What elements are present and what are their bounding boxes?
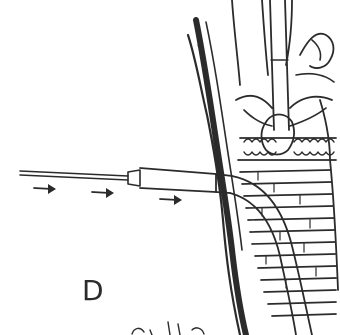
bottom-marks: [132, 322, 204, 335]
panel-label: D: [82, 274, 104, 307]
arrow-1: [34, 184, 56, 194]
catheter: [20, 168, 312, 335]
direction-arrows: [34, 184, 182, 205]
arrow-3: [160, 195, 182, 205]
larynx: [232, 0, 338, 316]
arrow-2: [92, 188, 114, 198]
